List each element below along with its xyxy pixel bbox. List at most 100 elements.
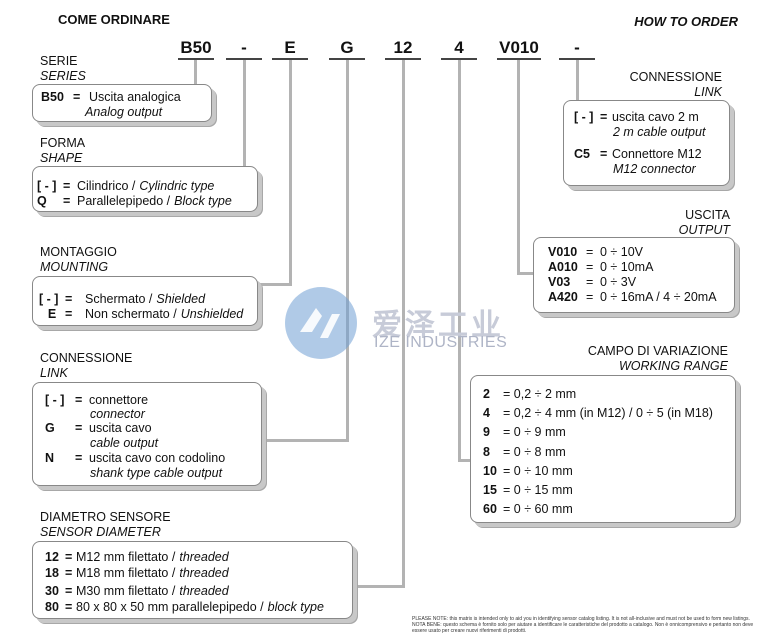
montaggio-code: [ - ] [39, 292, 59, 306]
code-range: 4 [454, 38, 464, 57]
link-right-text-en: M12 connector [613, 162, 696, 176]
uscita-box: V010 = 0 ÷ 10V A010 = 0 ÷ 10mA V03 = 0 ÷… [533, 237, 735, 313]
footnote-it: NOTA BENE: questo schema è fornito solo … [412, 622, 754, 634]
link-code: G [45, 421, 55, 435]
diametro-heading-en: SENSOR DIAMETER [40, 525, 161, 539]
link-right-code: [ - ] [574, 110, 594, 124]
serie-box: B50 = Uscita analogica Analog output [32, 84, 212, 122]
code-underline [272, 58, 308, 60]
code-underline [329, 58, 365, 60]
campo-heading-en: WORKING RANGE [618, 359, 728, 373]
forma-heading: FORMA SHAPE [40, 136, 85, 166]
serie-sep: = [73, 90, 81, 104]
code-link-right: - [574, 38, 580, 57]
uscita-value: 0 ÷ 16mA / 4 ÷ 20mA [600, 290, 717, 304]
diametro-heading: DIAMETRO SENSORE SENSOR DIAMETER [40, 510, 171, 540]
connessione-left-heading-it: CONNESSIONE [40, 351, 133, 365]
forma-text-en: Block type [174, 194, 232, 208]
campo-code: 60 [483, 502, 497, 516]
connector-uscita-h [517, 272, 533, 275]
serie-text-en: Analog output [85, 105, 163, 119]
title-italian: COME ORDINARE [58, 12, 170, 27]
connessione-right-heading-en: LINK [694, 85, 722, 99]
diametro-text-en: threaded [179, 566, 229, 580]
link-text: connettore [89, 393, 149, 407]
code-underline [226, 58, 262, 60]
serie-heading-it: SERIE [40, 54, 78, 68]
link-sep: = [75, 451, 83, 465]
diametro-text-en: threaded [179, 550, 229, 564]
diametro-text: M12 mm filettato / [76, 550, 176, 564]
serie-heading-en: SERIES [40, 69, 86, 83]
campo-value: = 0 ÷ 10 mm [503, 464, 573, 478]
diametro-code: 80 [45, 600, 59, 614]
forma-heading-en: SHAPE [40, 151, 83, 165]
uscita-value: 0 ÷ 3V [600, 275, 637, 289]
link-text-en: connector [90, 407, 145, 421]
connessione-left-box: [ - ] = connettore connector G = uscita … [32, 382, 262, 486]
link-text: uscita cavo con codolino [89, 451, 226, 465]
forma-code: [ - ] [37, 179, 57, 193]
montaggio-text-en: Shielded [156, 292, 206, 306]
campo-code: 15 [483, 483, 497, 497]
forma-text: Parallelepipedo / [77, 194, 171, 208]
montaggio-code: E [47, 307, 57, 321]
uscita-code: A420 [548, 290, 578, 304]
link-text-en: shank type cable output [90, 466, 223, 480]
link-right-text-en: 2 m cable output [613, 125, 706, 139]
code-underline [497, 58, 541, 60]
campo-code: 9 [483, 425, 490, 439]
connector-campo-v [458, 60, 461, 462]
watermark-chinese: 爱泽工业 [372, 309, 504, 342]
link-code: [ - ] [45, 393, 65, 407]
code-underline [178, 58, 214, 60]
connector-connessione-right [576, 60, 579, 100]
forma-text: Cilindrico / [77, 179, 136, 193]
montaggio-box: [ - ] = Schermato / Shielded E = Non sch… [32, 276, 258, 326]
diametro-heading-it: DIAMETRO SENSORE [40, 510, 171, 524]
uscita-heading-en: OUTPUT [678, 223, 730, 237]
uscita-sep: = [586, 275, 594, 289]
link-text: uscita cavo [89, 421, 152, 435]
diametro-text-en: block type [267, 600, 324, 614]
campo-code: 2 [483, 387, 490, 401]
diametro-text-en: threaded [179, 584, 229, 598]
link-right-sep: = [600, 110, 608, 124]
diametro-sep: = [65, 550, 73, 564]
diametro-text: 80 x 80 x 50 mm parallelepipedo / [76, 600, 264, 614]
link-sep: = [75, 393, 83, 407]
code-underline [441, 58, 477, 60]
link-right-sep: = [600, 147, 608, 161]
link-code: N [45, 451, 55, 465]
diametro-sep: = [65, 566, 73, 580]
montaggio-heading-it: MONTAGGIO [40, 245, 117, 259]
diametro-code: 30 [45, 584, 59, 598]
uscita-value: 0 ÷ 10mA [600, 260, 654, 274]
connector-diametro-h [355, 585, 405, 588]
campo-heading-it: CAMPO DI VARIAZIONE [587, 344, 728, 358]
montaggio-text-en: Unshielded [180, 307, 244, 321]
forma-sep: = [63, 179, 71, 193]
campo-code: 8 [483, 445, 490, 459]
code-underline [559, 58, 595, 60]
campo-heading: CAMPO DI VARIAZIONE WORKING RANGE [588, 344, 728, 374]
ize-logo-icon [285, 287, 357, 359]
montaggio-heading: MONTAGGIO MOUNTING [40, 245, 117, 275]
montaggio-text: Non schermato / [85, 307, 177, 321]
connector-connessione-h [262, 439, 349, 442]
campo-value: = 0,2 ÷ 4 mm (in M12) / 0 ÷ 5 (in M18) [503, 406, 713, 420]
code-underline [385, 58, 421, 60]
connector-diametro-v [402, 60, 405, 588]
uscita-code: V010 [548, 245, 578, 259]
campo-box: 2 = 0,2 ÷ 2 mm 4 = 0,2 ÷ 4 mm (in M12) /… [470, 375, 736, 523]
code-mounting: E [284, 38, 296, 57]
montaggio-heading-en: MOUNTING [40, 260, 109, 274]
code-link: G [340, 38, 354, 57]
connessione-left-heading: CONNESSIONE LINK [40, 351, 132, 381]
campo-value: = 0 ÷ 8 mm [503, 445, 566, 459]
footnote-en: PLEASE NOTE: this matrix is intended onl… [412, 616, 750, 622]
serie-code: B50 [41, 90, 64, 104]
title-english: HOW TO ORDER [634, 14, 738, 29]
campo-code: 4 [483, 406, 490, 420]
connector-campo-h [458, 459, 472, 462]
